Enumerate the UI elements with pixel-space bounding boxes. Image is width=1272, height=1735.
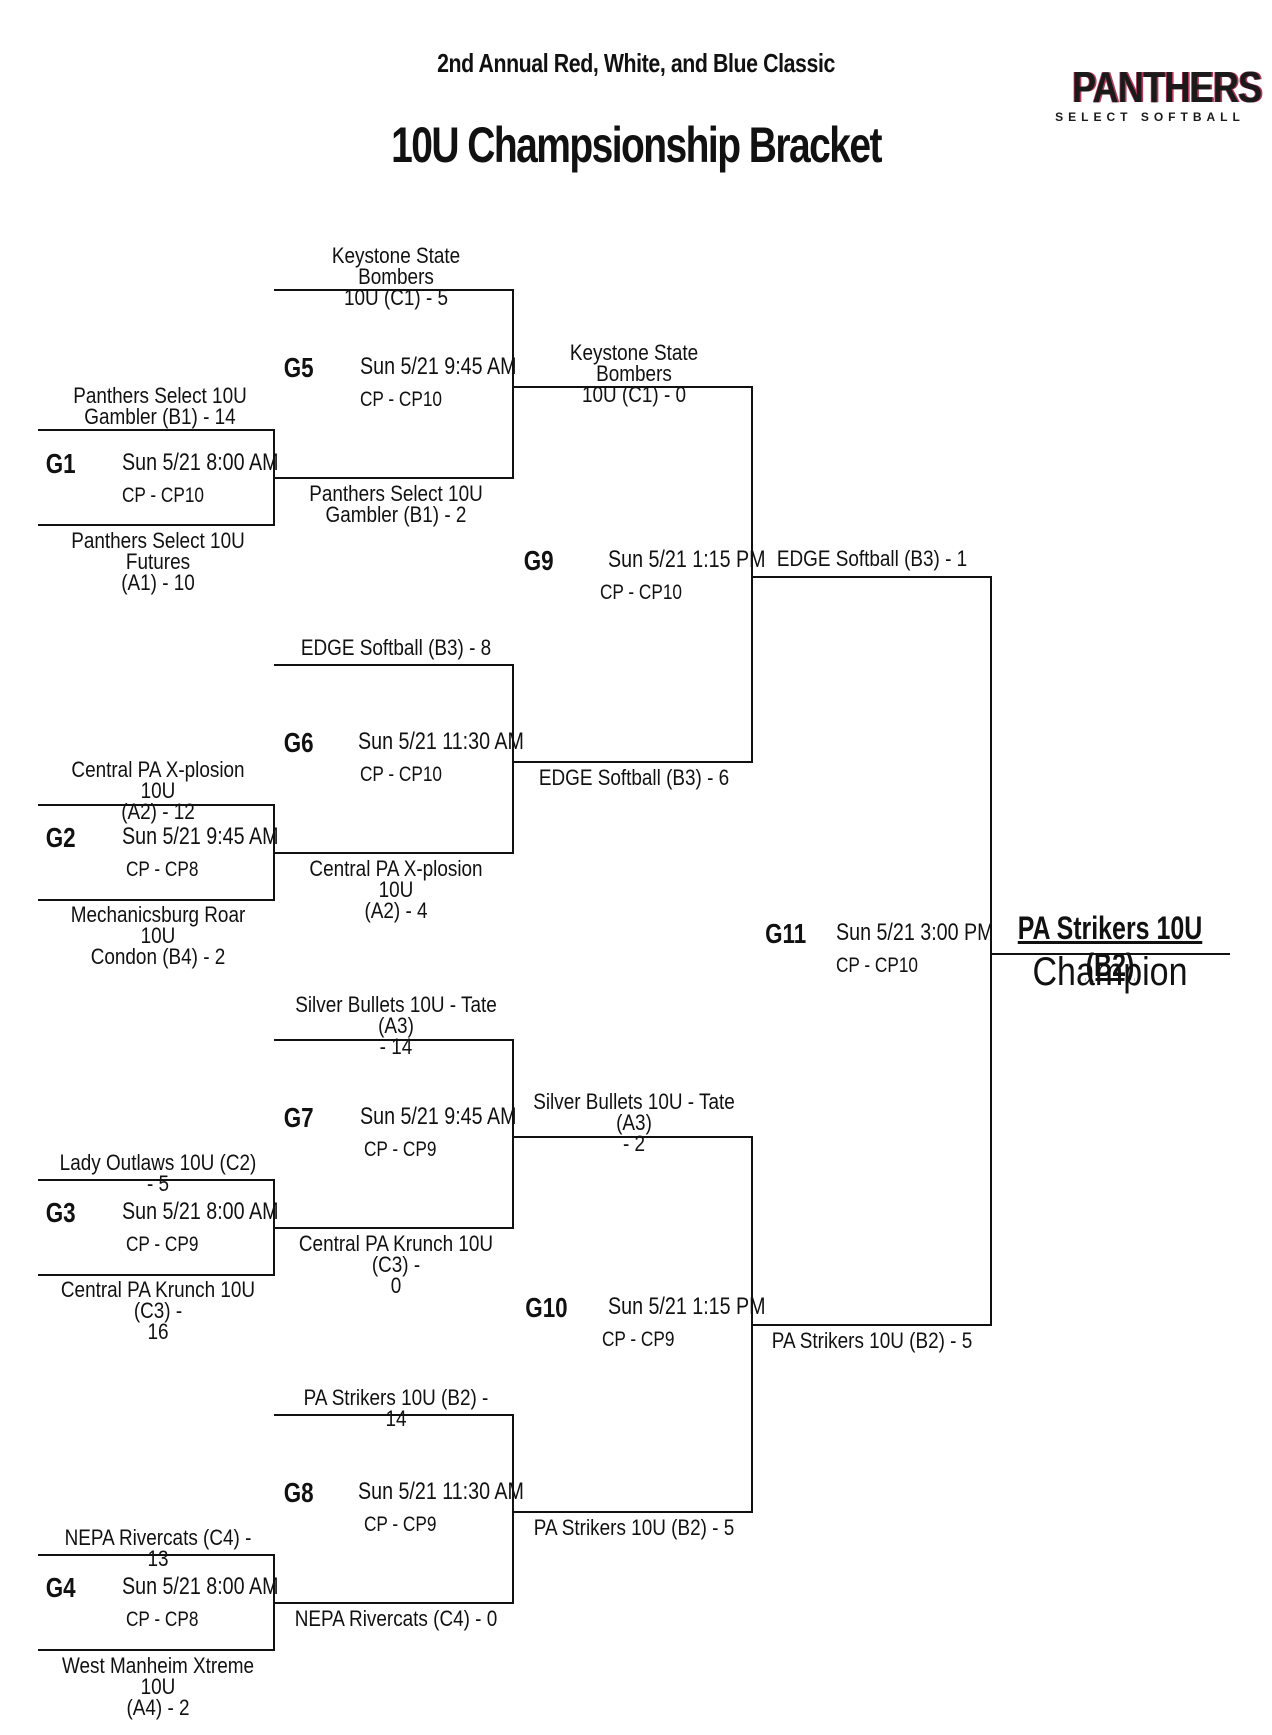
g11-game-id: G11 xyxy=(765,918,807,949)
g11-team-bottom: PA Strikers 10U (B2) - 5 xyxy=(771,1328,973,1353)
g11-field: CP - CP10 xyxy=(836,954,918,977)
bracket-line-g10 xyxy=(513,1136,753,1513)
g7-game-id: G7 xyxy=(283,1102,314,1133)
g1-game-id: G1 xyxy=(45,448,76,479)
g10-field: CP - CP9 xyxy=(602,1328,675,1351)
g6-field: CP - CP10 xyxy=(360,763,442,786)
g3-team-top: Lady Outlaws 10U (C2) - 5 xyxy=(59,1150,257,1196)
g9-team-top: Keystone State Bombers 10U (C1) - 0 xyxy=(569,340,699,407)
g8-team-top: PA Strikers 10U (B2) - 14 xyxy=(303,1385,489,1431)
g4-game-id: G4 xyxy=(45,1572,76,1603)
g5-game-id: G5 xyxy=(283,352,314,383)
g2-team-top: Central PA X-plosion 10U (A2) - 12 xyxy=(71,757,245,824)
g10-game-id: G10 xyxy=(525,1292,568,1323)
g4-team-top: NEPA Rivercats (C4) - 13 xyxy=(64,1525,252,1571)
g3-team-bottom: Central PA Krunch 10U (C3) - 16 xyxy=(60,1277,256,1344)
g8-team-bottom: NEPA Rivercats (C4) - 0 xyxy=(294,1606,498,1631)
g9-field: CP - CP10 xyxy=(600,581,682,604)
g8-field: CP - CP9 xyxy=(364,1513,437,1536)
g11-team-top: EDGE Softball (B3) - 1 xyxy=(776,546,968,571)
bracket-line-g7 xyxy=(274,1039,514,1229)
g7-team-top: Silver Bullets 10U - Tate (A3) - 14 xyxy=(295,992,497,1059)
g2-field: CP - CP8 xyxy=(126,858,199,881)
g2-team-bottom: Mechanicsburg Roar 10U Condon (B4) - 2 xyxy=(70,902,246,969)
tournament-subtitle: 2nd Annual Red, White, and Blue Classic xyxy=(437,48,835,78)
g3-field: CP - CP9 xyxy=(126,1233,199,1256)
g4-team-bottom: West Manheim Xtreme 10U (A4) - 2 xyxy=(61,1653,255,1720)
champion-label: Champion xyxy=(1032,950,1188,994)
logo-tagline: SELECT SOFTBALL xyxy=(1055,110,1245,124)
g5-field: CP - CP10 xyxy=(360,388,442,411)
g10-team-top: Silver Bullets 10U - Tate (A3) - 2 xyxy=(533,1089,735,1156)
g1-team-top: Panthers Select 10U Gambler (B1) - 14 xyxy=(73,383,247,429)
g1-field: CP - CP10 xyxy=(122,484,204,507)
champion-name: PA Strikers 10U (B2) xyxy=(1017,910,1203,983)
g7-field: CP - CP9 xyxy=(364,1138,437,1161)
g4-time: Sun 5/21 8:00 AM xyxy=(122,1573,279,1600)
bracket-line-g5 xyxy=(274,289,514,479)
bracket-title: 10U Champsionship Bracket xyxy=(391,117,882,173)
g9-game-id: G9 xyxy=(523,545,554,576)
g1-team-bottom: Panthers Select 10U Futures (A1) - 10 xyxy=(71,528,245,595)
g9-time: Sun 5/21 1:15 PM xyxy=(608,546,766,573)
g8-time: Sun 5/21 11:30 AM xyxy=(358,1478,524,1505)
g2-time: Sun 5/21 9:45 AM xyxy=(122,823,279,850)
g3-time: Sun 5/21 8:00 AM xyxy=(122,1198,279,1225)
g6-time: Sun 5/21 11:30 AM xyxy=(358,728,524,755)
bracket-line-g11 xyxy=(752,576,992,1326)
bracket-line-g8 xyxy=(274,1414,514,1604)
g1-time: Sun 5/21 8:00 AM xyxy=(122,449,279,476)
g7-team-bottom: Central PA Krunch 10U (C3) - 0 xyxy=(298,1231,494,1298)
g9-team-bottom: EDGE Softball (B3) - 6 xyxy=(538,765,730,790)
g3-game-id: G3 xyxy=(45,1197,76,1228)
g10-time: Sun 5/21 1:15 PM xyxy=(608,1293,766,1320)
bracket-line-g6 xyxy=(274,664,514,854)
g7-time: Sun 5/21 9:45 AM xyxy=(360,1103,517,1130)
g5-time: Sun 5/21 9:45 AM xyxy=(360,353,517,380)
g6-team-bottom: Central PA X-plosion 10U (A2) - 4 xyxy=(309,856,483,923)
g2-game-id: G2 xyxy=(45,822,76,853)
g6-team-top: EDGE Softball (B3) - 8 xyxy=(300,635,492,660)
g11-time: Sun 5/21 3:00 PM xyxy=(836,919,994,946)
bracket-line-g9 xyxy=(513,386,753,763)
g4-field: CP - CP8 xyxy=(126,1608,199,1631)
g8-game-id: G8 xyxy=(283,1477,314,1508)
panthers-logo: PANTHERS SELECT SOFTBALL xyxy=(1055,66,1262,126)
g10-team-bottom: PA Strikers 10U (B2) - 5 xyxy=(533,1515,735,1540)
g5-team-bottom: Panthers Select 10U Gambler (B1) - 2 xyxy=(309,481,483,527)
g5-team-top: Keystone State Bombers 10U (C1) - 5 xyxy=(331,243,461,310)
g6-game-id: G6 xyxy=(283,727,314,758)
